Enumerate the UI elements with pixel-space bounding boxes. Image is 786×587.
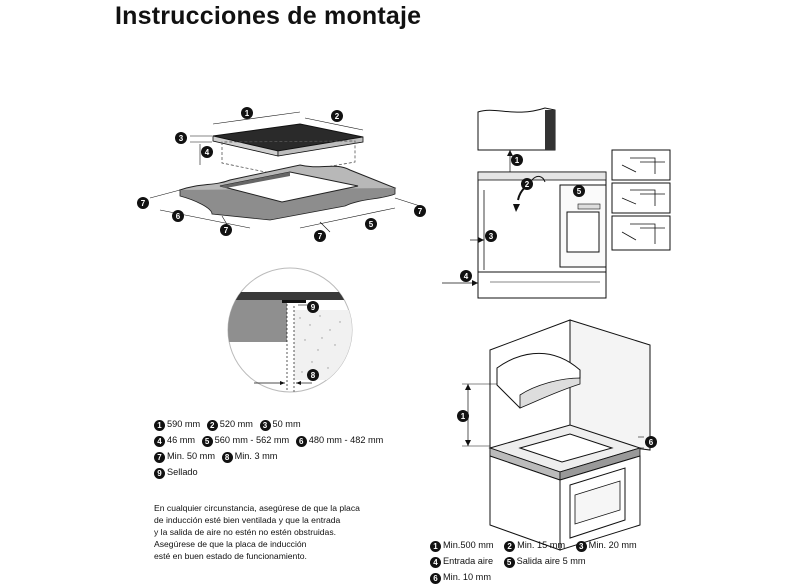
svg-text:6: 6 — [649, 438, 654, 447]
svg-text:4: 4 — [205, 148, 210, 157]
svg-text:5: 5 — [369, 220, 374, 229]
svg-text:1: 1 — [461, 412, 466, 421]
svg-text:9: 9 — [311, 303, 316, 312]
svg-text:1: 1 — [515, 156, 520, 165]
hob-cutout-diagram: 1 2 3 4 7 6 7 7 5 7 — [137, 107, 426, 242]
svg-text:7: 7 — [141, 199, 146, 208]
svg-text:5: 5 — [577, 187, 582, 196]
svg-text:4: 4 — [464, 272, 469, 281]
callout-1: 1 — [245, 109, 250, 118]
svg-text:3: 3 — [179, 134, 184, 143]
page-title: Instrucciones de montaje — [115, 2, 422, 30]
svg-text:6: 6 — [176, 212, 181, 221]
svg-text:7: 7 — [224, 226, 229, 235]
svg-text:7: 7 — [318, 232, 323, 241]
svg-text:2: 2 — [525, 180, 530, 189]
kitchen-installation-diagram: 1 6 — [457, 319, 657, 551]
seal-detail-diagram: 9 8 — [227, 267, 353, 393]
svg-text:2: 2 — [335, 112, 340, 121]
svg-text:3: 3 — [489, 232, 494, 241]
svg-text:8: 8 — [311, 371, 316, 380]
oven-section-diagram: 1 2 3 4 5 — [442, 107, 671, 299]
ventilation-note: En cualquier circunstancia, asegúrese de… — [154, 503, 360, 561]
svg-text:7: 7 — [418, 207, 423, 216]
